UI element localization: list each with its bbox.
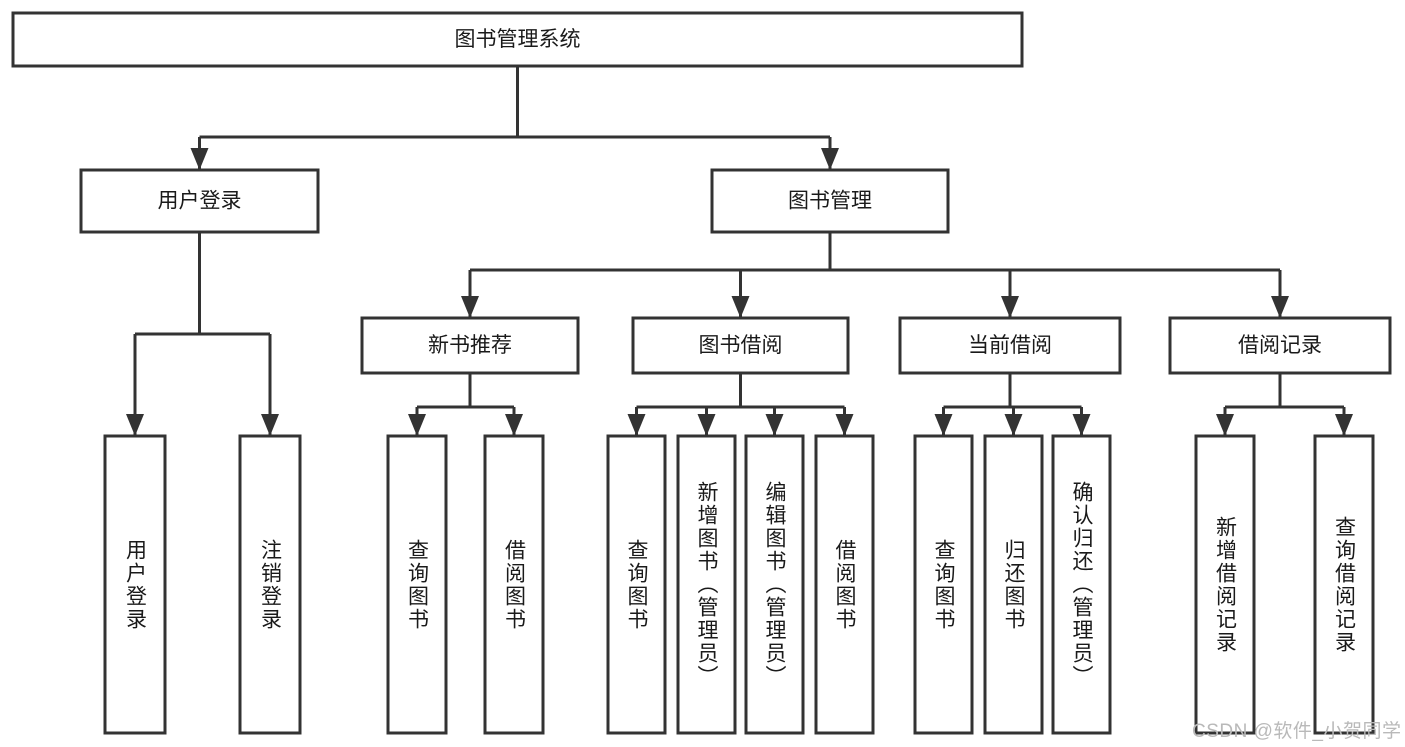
arrow-borrow-record-1 (1335, 414, 1353, 436)
node-box-root[interactable] (11, 11, 1024, 68)
connector-lines (126, 66, 1353, 436)
node-box-leaf-2[interactable] (386, 434, 448, 735)
node-box-level3-2[interactable] (898, 316, 1122, 375)
arrow-new-book-1 (505, 414, 523, 436)
node-box-level2-1[interactable] (710, 168, 950, 234)
arrow-current-borrow-2 (1072, 414, 1091, 436)
arrow-user-login-0 (126, 414, 144, 436)
node-box-leaf-7[interactable] (814, 434, 875, 735)
arrow-book-borrow-3 (835, 414, 854, 436)
node-box-leaf-3[interactable] (483, 434, 545, 735)
node-box-leaf-10[interactable] (1051, 434, 1112, 735)
node-box-leaf-0[interactable] (103, 434, 167, 735)
node-box-leaf-8[interactable] (913, 434, 974, 735)
node-label-level3-2: 当前借阅 (968, 334, 1052, 357)
node-label-level2-1: 图书管理 (788, 190, 872, 213)
node-box-level3-1[interactable] (631, 316, 850, 375)
node-label-level2-0: 用户登录 (158, 190, 242, 213)
node-label-level3-1: 图书借阅 (699, 334, 783, 357)
node-box-leaf-5[interactable] (676, 434, 737, 735)
arrow-book-borrow-2 (765, 414, 784, 436)
node-box-leaf-12[interactable] (1313, 434, 1375, 735)
node-box-level3-0[interactable] (360, 316, 580, 375)
arrow-level3-1 (731, 296, 750, 318)
arrow-current-borrow-0 (934, 414, 953, 436)
arrow-level3-3 (1271, 296, 1289, 318)
node-label-level3-0: 新书推荐 (428, 334, 512, 357)
arrow-book-borrow-0 (627, 414, 646, 436)
node-box-level2-0[interactable] (79, 168, 320, 234)
node-boxes (11, 11, 1392, 735)
csdn-watermark: CSDN @软件_小贺同学 (1192, 721, 1402, 742)
node-label-root: 图书管理系统 (455, 28, 581, 51)
node-box-leaf-11[interactable] (1194, 434, 1256, 735)
node-box-leaf-6[interactable] (744, 434, 805, 735)
arrow-book-borrow-1 (697, 414, 716, 436)
node-box-leaf-9[interactable] (983, 434, 1044, 735)
node-label-level3-3: 借阅记录 (1238, 334, 1322, 357)
arrow-new-book-0 (408, 414, 426, 436)
arrow-borrow-record-0 (1216, 414, 1234, 436)
arrow-level3-2 (1001, 296, 1019, 318)
node-box-leaf-1[interactable] (238, 434, 302, 735)
arrow-user-login-1 (261, 414, 279, 436)
arrow-level3-0 (461, 296, 479, 318)
node-box-leaf-4[interactable] (606, 434, 667, 735)
arrow-level2-0 (190, 148, 209, 170)
node-box-level3-3[interactable] (1168, 316, 1392, 375)
arrow-level2-1 (821, 148, 839, 170)
arrow-current-borrow-1 (1004, 414, 1023, 436)
